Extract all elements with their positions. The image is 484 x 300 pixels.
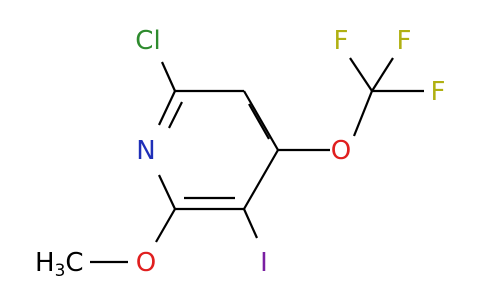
- bond-n-c6: [158, 90, 176, 126]
- atom-chlorine: Cl: [135, 26, 160, 56]
- bond-c5-c4-double: [248, 103, 270, 140]
- bond-c4-c3: [243, 149, 279, 210]
- bond-o-cf3: [352, 90, 374, 137]
- methyl-subscript: 3: [55, 261, 66, 281]
- methyl-hydrogen: H: [35, 248, 55, 278]
- atom-oxygen-methoxy: O: [136, 248, 156, 278]
- atom-fluorine-2: F: [397, 26, 412, 56]
- methyl-group-label: H3C: [35, 248, 84, 281]
- atom-nitrogen: N: [136, 136, 155, 166]
- bond-c2-n: [158, 174, 176, 210]
- bond-c2-o: [155, 208, 176, 243]
- bond-cf3-f1: [349, 57, 373, 92]
- bond-c6-cl: [160, 61, 177, 92]
- bond-c3-i: [242, 208, 259, 239]
- atom-labels: Cl N O F F F I O H3C: [35, 26, 445, 281]
- atom-fluorine-3: F: [431, 77, 446, 107]
- bonds: [90, 57, 424, 264]
- bond-c5-c4: [243, 90, 279, 151]
- bond-cf3-f2: [371, 57, 394, 92]
- methyl-carbon: C: [65, 248, 83, 278]
- atom-oxygen-ether: O: [331, 136, 351, 166]
- atom-fluorine-1: F: [334, 26, 349, 56]
- bond-n-c6-double: [168, 101, 183, 129]
- atom-iodine: I: [260, 248, 268, 278]
